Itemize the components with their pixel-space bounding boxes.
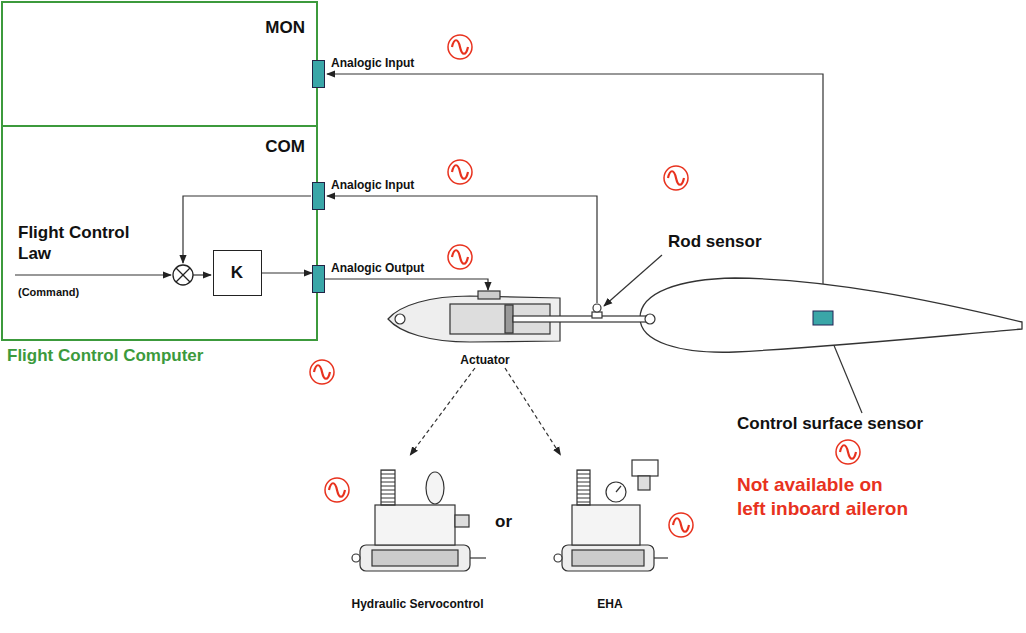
servocontrol: Hydraulic Servocontrol — [345, 455, 490, 612]
connector — [262, 272, 312, 273]
airfoil — [640, 278, 1022, 352]
signal-icon — [448, 35, 472, 59]
signal-icon — [448, 160, 472, 184]
input-port: Analogic Input — [312, 60, 325, 88]
input-note: (Command) — [18, 286, 79, 298]
mon-section: MONAnalogic Input — [1, 1, 318, 125]
node-label: EHA — [597, 597, 622, 611]
warning-note: Not available on left inboard aileron — [737, 473, 913, 521]
node-label: Analogic Output — [331, 261, 424, 275]
signal-icon — [310, 360, 334, 384]
part-label: Rod sensor — [668, 232, 762, 252]
node-label: Hydraulic Servocontrol — [351, 597, 483, 611]
node-label: COM — [265, 137, 305, 157]
input-port: Analogic Input — [312, 182, 325, 210]
surface-sensor-wire — [327, 74, 823, 309]
actuator: Actuator — [385, 290, 585, 368]
input-label: Flight Control Law — [18, 222, 158, 264]
command-wire — [15, 274, 171, 275]
connector — [325, 279, 488, 290]
actuator-figure — [388, 291, 655, 342]
summing-junction — [173, 265, 193, 285]
rod-sensor-wire — [327, 196, 597, 303]
gain-box: K — [213, 250, 262, 296]
node-label: Analogic Input — [331, 178, 414, 192]
connector — [410, 368, 475, 455]
surface-sensor — [813, 311, 833, 325]
servocontrol-figure — [352, 470, 486, 571]
part-label: Control surface sensor — [737, 414, 923, 434]
signal-icon — [325, 478, 349, 502]
connector — [505, 368, 561, 455]
signal-icon — [669, 513, 693, 537]
node-label: Flight Control Computer — [7, 346, 203, 366]
node-label: K — [231, 263, 243, 283]
sum-wire — [193, 274, 211, 275]
eha-figure — [554, 460, 668, 571]
signal-icon — [836, 440, 860, 464]
conjunction: or — [495, 512, 512, 532]
rod-sensor — [592, 312, 602, 318]
node-label: Analogic Input — [331, 56, 414, 70]
eha: EHA — [555, 455, 665, 612]
output-port: Analogic Output — [312, 265, 325, 293]
signal-icon — [664, 166, 688, 190]
node-label: Actuator — [460, 353, 509, 367]
node-label: MON — [265, 18, 305, 38]
signal-icon — [448, 245, 472, 269]
